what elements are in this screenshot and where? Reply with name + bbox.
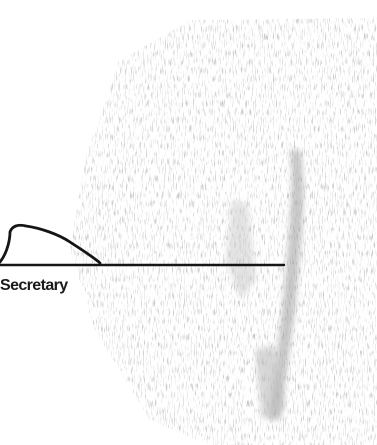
sketch-curve: [0, 223, 102, 265]
shaded-region: [70, 18, 377, 445]
secretary-label: Secretary: [0, 277, 68, 294]
shading-smudge: [268, 150, 304, 420]
